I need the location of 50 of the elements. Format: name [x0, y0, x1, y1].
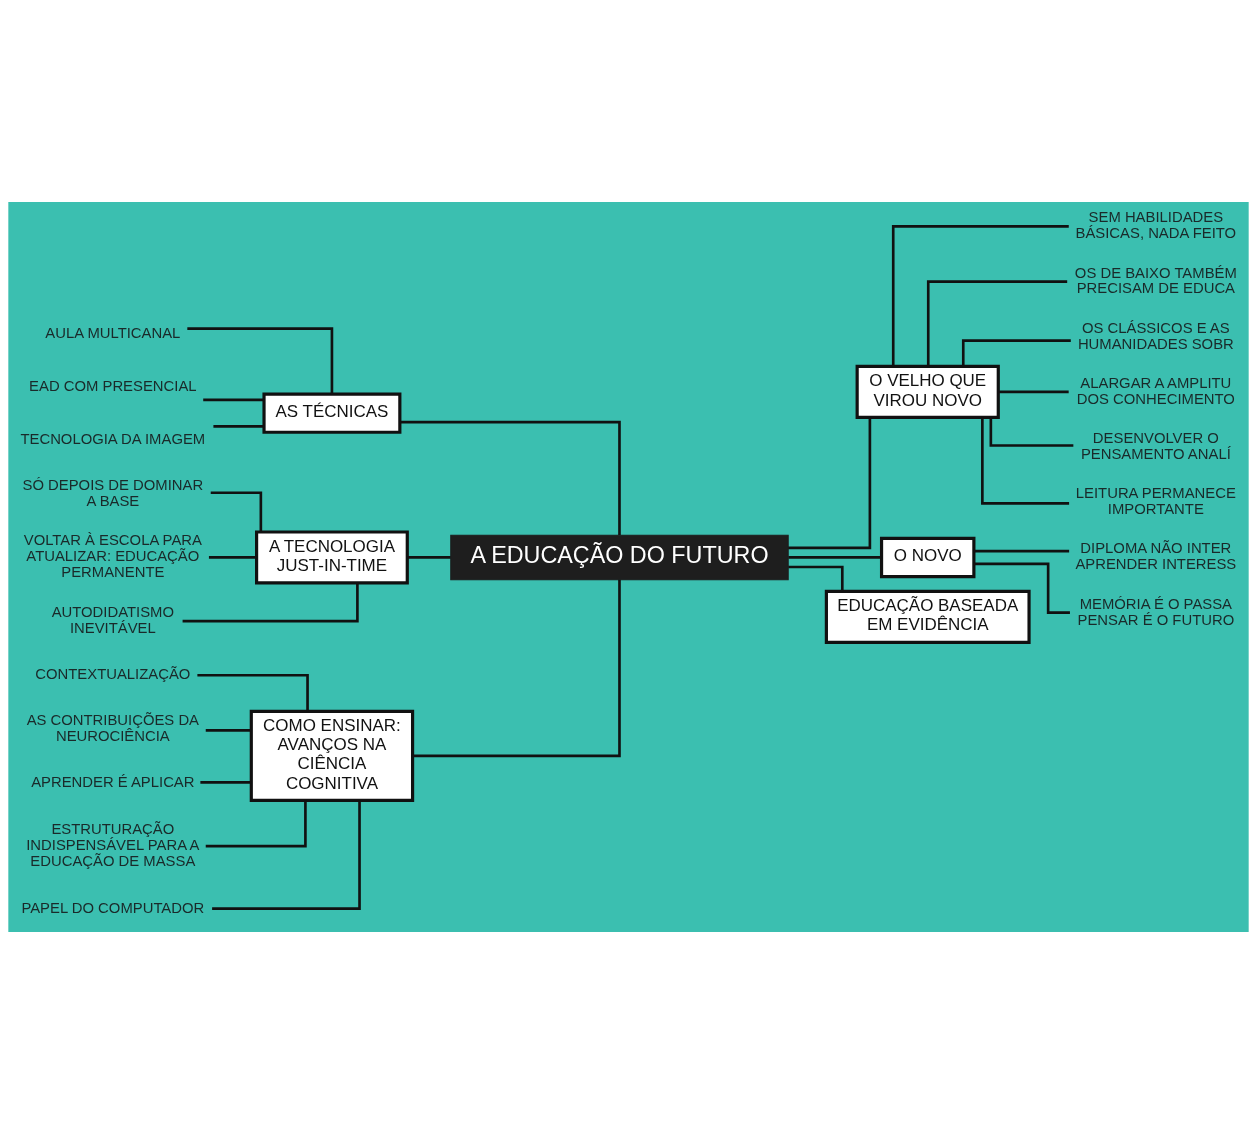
node-text: DIPLOMA NÃO INTER APRENDER INTERESS [1075, 539, 1237, 572]
connector [187, 326, 334, 394]
node-text: AS CONTRIBUIÇÕES DA NEUROCIÊNCIA [26, 711, 200, 744]
connector [788, 417, 872, 549]
node-text: AULA MULTICANAL [45, 324, 181, 340]
node-box: COMO ENSINAR: AVANÇOS NA CIÊNCIA COGNITIVA [249, 709, 415, 802]
connector [998, 390, 1069, 393]
connector [400, 420, 621, 535]
connector [200, 780, 252, 784]
connector [197, 673, 309, 711]
node-box: O VELHO QUE VIROU NOVO [855, 364, 1000, 419]
connector [961, 338, 1071, 366]
node-text: AUTODIDATISMO INEVITÁVEL [51, 603, 174, 636]
connector [407, 555, 451, 559]
node-text: TECNOLOGIA DA IMAGEM [20, 430, 206, 447]
connector [981, 417, 1070, 505]
node-text: ESTRUTURAÇÃO INDISPENSÁVEL PARA A EDUCAÇÃO DE MASSA [26, 820, 200, 869]
node-text: SEM HABILIDADES BÁSICAS, NADA FEITO [1075, 208, 1237, 241]
node-box: A TECNOLOGIA JUST-IN-TIME [255, 529, 409, 584]
node-text: EAD COM PRESENCIAL [29, 377, 197, 394]
connector [182, 582, 359, 622]
connector [973, 549, 1070, 552]
connector [205, 799, 307, 847]
connector [788, 565, 844, 591]
node-text: PAPEL DO COMPUTADOR [21, 899, 205, 916]
node-text: OS DE BAIXO TAMBÉM PRECISAM DE EDUCA [1074, 264, 1237, 296]
connector [989, 416, 1074, 447]
node-box: AS TÉCNICAS [262, 391, 402, 434]
connector [213, 424, 264, 428]
node-text: CONTEXTUALIZAÇÃO [35, 665, 191, 682]
connector [208, 555, 257, 559]
connector [205, 728, 251, 732]
connector [788, 555, 882, 559]
node-text: DESENVOLVER O PENSAMENTO ANALÍ [1080, 429, 1231, 462]
node-text: MEMÓRIA É O PASSA PENSAR É O FUTURO [1077, 595, 1235, 628]
node-text: OS CLÁSSICOS E AS HUMANIDADES SOBR [1077, 319, 1234, 352]
connector [203, 398, 264, 401]
node-text: ALARGAR A AMPLITU DOS CONHECIMENTO [1076, 374, 1235, 407]
node-text: APRENDER É APLICAR [31, 773, 195, 790]
node-box: A EDUCAÇÃO DO FUTURO [450, 534, 789, 580]
connector [212, 799, 361, 910]
node-text: LEITURA PERMANECE IMPORTANTE [1075, 484, 1236, 517]
connector [926, 279, 1068, 366]
connector [412, 579, 621, 757]
node-text: SÓ DEPOIS DE DOMINAR A BASE [22, 476, 204, 509]
node-box: O NOVO [879, 536, 976, 578]
connector [210, 490, 263, 532]
node-text: VOLTAR À ESCOLA PARA ATUALIZAR: EDUCAÇÃO PERMANENTE [23, 531, 202, 580]
connector [891, 224, 1069, 366]
node-box: EDUCAÇÃO BASEADA EM EVIDÊNCIA [824, 589, 1031, 644]
